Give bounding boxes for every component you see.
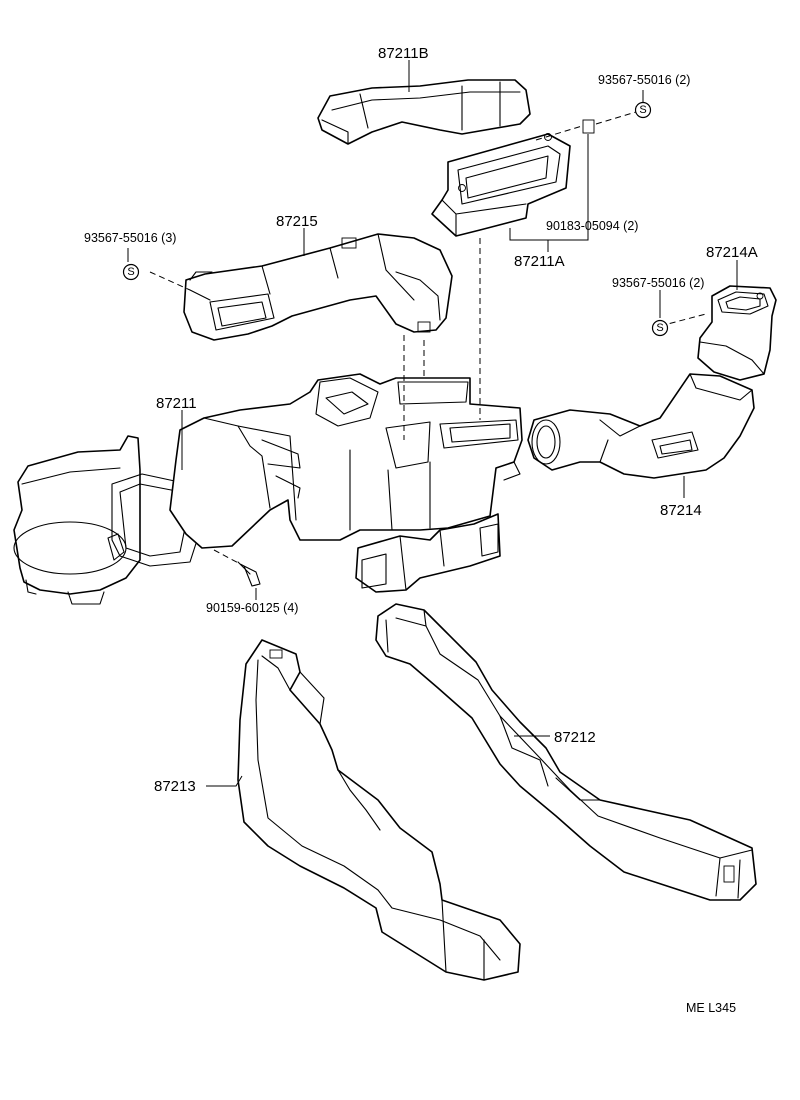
- leader-lines: [127, 60, 738, 787]
- screw-symbol-right: S: [651, 319, 669, 337]
- duct-87215: [183, 233, 453, 341]
- svg-text:S: S: [639, 104, 646, 116]
- label-screw-right: 93567-55016 (2): [612, 276, 704, 290]
- label-screw-left: 93567-55016 (3): [84, 231, 176, 245]
- heater-unit-87211: [13, 373, 523, 605]
- floor-duct-87213: [237, 639, 521, 981]
- label-screw-top-right: 93567-55016 (2): [598, 73, 690, 87]
- duct-87214a: [697, 285, 777, 381]
- label-87212: 87212: [554, 729, 596, 746]
- duct-87214: [527, 373, 755, 479]
- duct-87211a: [431, 133, 571, 237]
- clip: [582, 119, 595, 134]
- label-87211a: 87211A: [514, 253, 565, 270]
- label-87211b: 87211B: [378, 45, 429, 62]
- page-code: ME L345: [686, 1001, 736, 1015]
- label-87214a: 87214A: [706, 244, 758, 261]
- floor-duct-87212: [375, 603, 757, 901]
- label-87214: 87214: [660, 502, 702, 519]
- bolt: [237, 561, 261, 587]
- duct-87211b: [317, 79, 531, 145]
- svg-text:S: S: [656, 322, 663, 334]
- assembly-lines: [149, 111, 707, 567]
- label-bolt: 90159-60125 (4): [206, 601, 298, 615]
- label-87215: 87215: [276, 213, 318, 230]
- label-87213: 87213: [154, 778, 196, 795]
- svg-text:S: S: [127, 266, 134, 278]
- label-87211: 87211: [156, 395, 197, 412]
- screw-symbol-left: S: [122, 263, 140, 281]
- screw-symbol-top-right: S: [634, 101, 652, 119]
- label-clip: 90183-05094 (2): [546, 219, 638, 233]
